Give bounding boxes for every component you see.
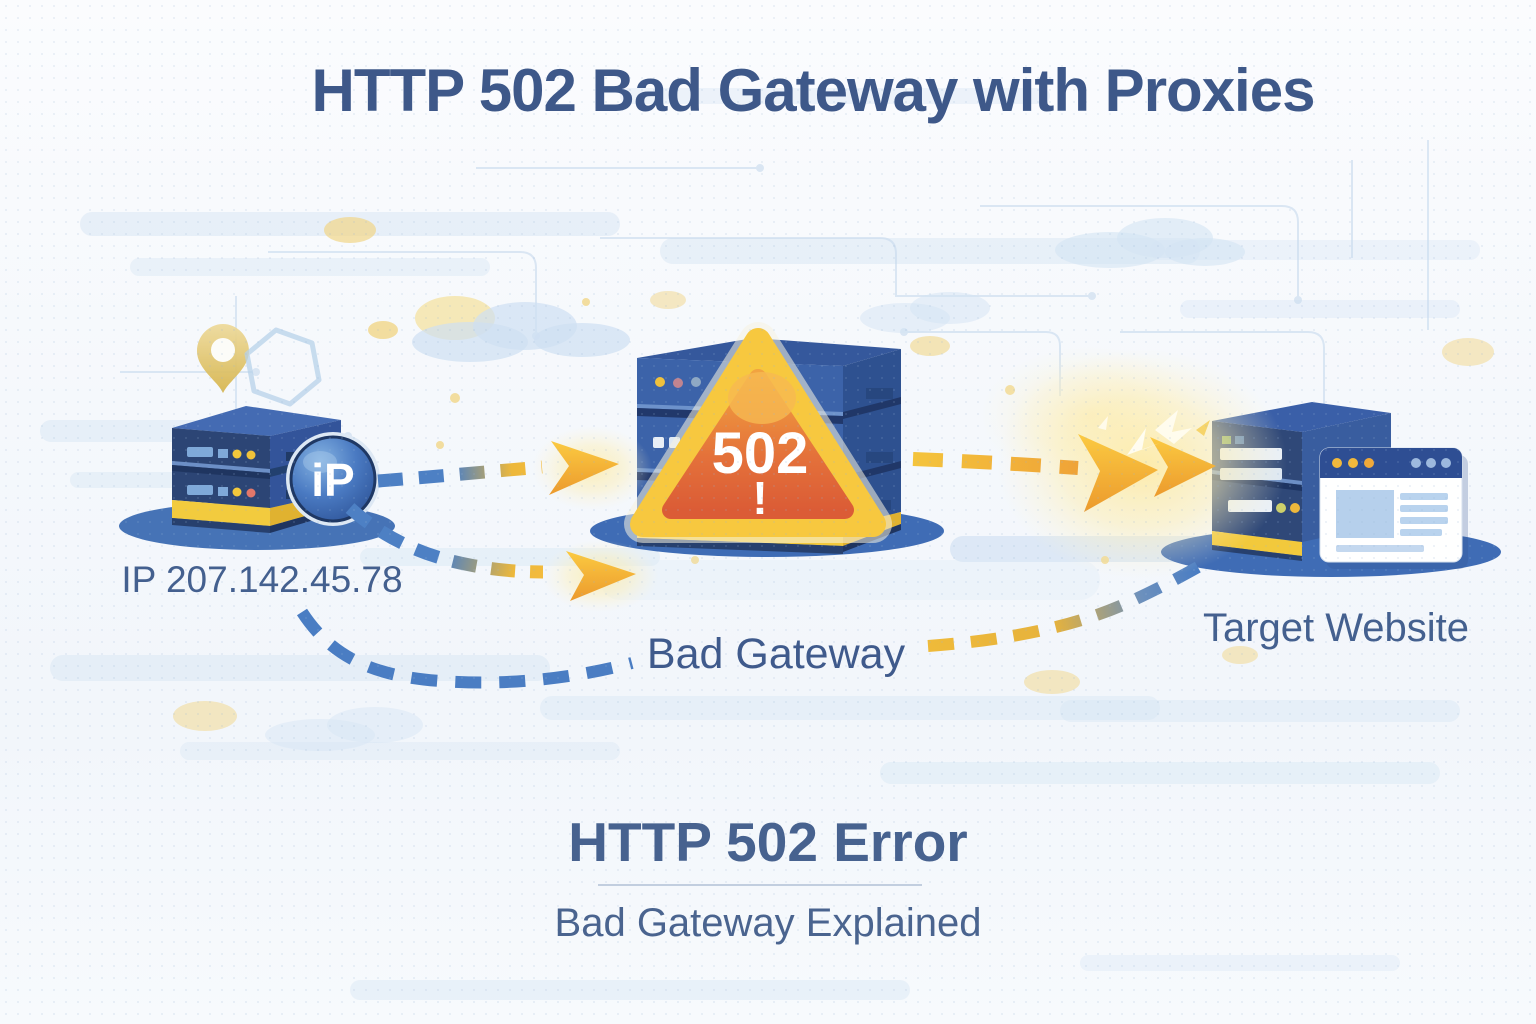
arrowhead (566, 551, 636, 601)
client-response-curve (296, 608, 634, 689)
ip-badge: iP (286, 432, 380, 526)
request-arrow-lower (345, 503, 636, 601)
ip-badge-text: iP (311, 454, 354, 506)
main-title: HTTP 502 Bad Gateway with Proxies (311, 57, 1316, 124)
location-pin-icon (197, 324, 249, 393)
hexagon-icon (244, 327, 322, 407)
arrowhead (1078, 434, 1158, 512)
warning-triangle-icon: 502 ! (624, 322, 892, 543)
arrowhead (549, 441, 619, 495)
request-arrow-upper (377, 441, 619, 495)
target-response-curve (927, 561, 1201, 652)
footer-heading: HTTP 502 Error (568, 811, 968, 873)
error-code-text: 502 (712, 421, 809, 486)
impact-glow-upper (980, 345, 1200, 485)
exclamation-text: ! (752, 472, 767, 524)
proxy-to-target-arrow (912, 434, 1216, 512)
yellow-speckles (173, 217, 1494, 731)
target-label: Target Website (1202, 606, 1470, 650)
browser-window-icon (1319, 447, 1468, 569)
client-ip-label: IP 207.142.45.78 (121, 559, 403, 600)
proxy-label: Bad Gateway (646, 630, 906, 678)
impact-burst-icon (1098, 410, 1210, 455)
cloud-shapes (265, 218, 1245, 751)
footer-divider (598, 884, 922, 886)
arrowhead (1150, 437, 1216, 497)
footer-subheading: Bad Gateway Explained (554, 901, 982, 945)
